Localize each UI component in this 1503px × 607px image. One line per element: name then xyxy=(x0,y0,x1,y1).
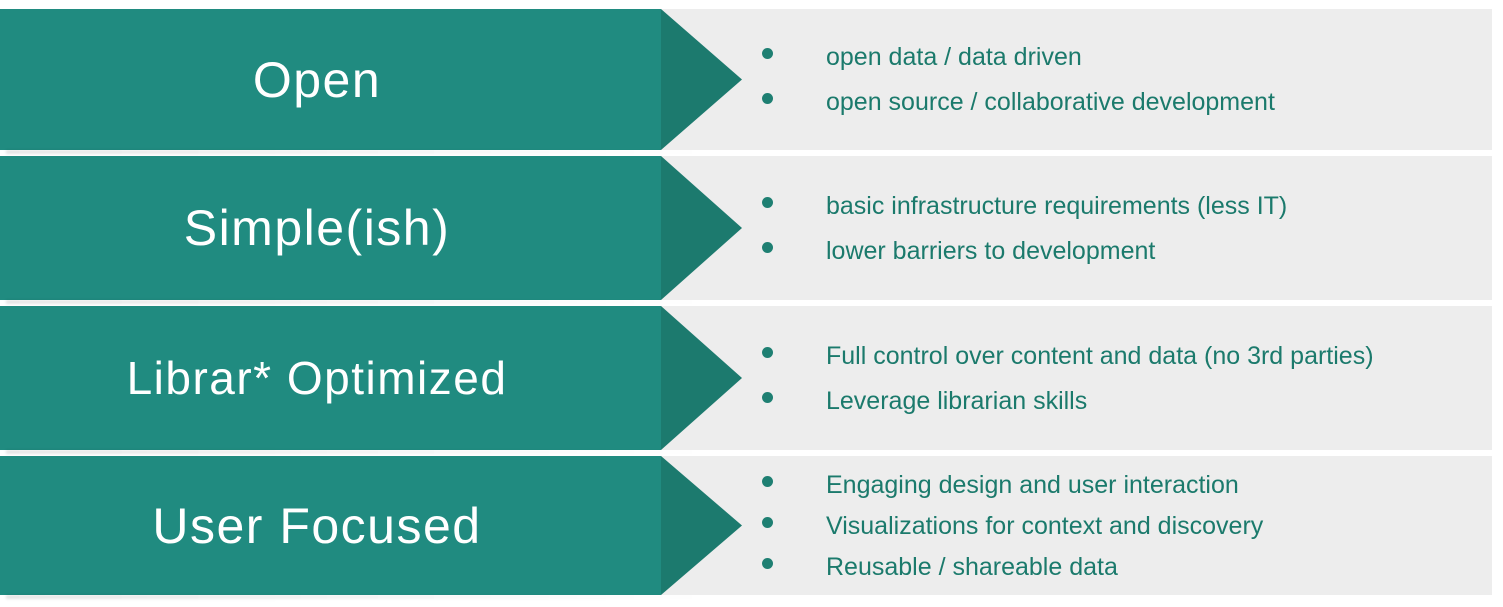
bullet-dot-icon xyxy=(762,516,773,528)
chevron-label: Simple(ish) xyxy=(183,200,451,256)
list-item: Visualizations for context and discovery xyxy=(762,508,1492,544)
row-shadow xyxy=(6,150,706,154)
row-shadow xyxy=(6,450,706,454)
bullet-dot-icon xyxy=(762,391,773,403)
chevron-svg xyxy=(0,156,742,300)
chevron-shape[interactable] xyxy=(0,456,742,595)
chevron-shape[interactable] xyxy=(0,306,742,450)
list-item: Reusable / shareable data xyxy=(762,549,1492,585)
bullet-list: Full control over content and data (no 3… xyxy=(756,306,1492,450)
list-item: basic infrastructure requirements (less … xyxy=(762,188,1492,224)
bullet-text: Visualizations for context and discovery xyxy=(826,511,1264,540)
row-shadow xyxy=(6,595,706,599)
bullet-dot-icon xyxy=(762,196,773,208)
bullet-dot-icon xyxy=(762,93,773,104)
chevron-shape[interactable] xyxy=(0,156,742,300)
chevron-shape[interactable] xyxy=(0,9,742,150)
bullet-dot-icon xyxy=(762,241,773,253)
chevron-svg xyxy=(0,306,742,450)
bullet-text: lower barriers to development xyxy=(826,236,1156,265)
chevron-row: Open open data / data driven open source… xyxy=(0,9,1492,154)
bullet-text: basic infrastructure requirements (less … xyxy=(826,191,1288,220)
list-item: lower barriers to development xyxy=(762,233,1492,269)
chevron-row: Librar* Optimized Full control over cont… xyxy=(0,306,1492,454)
chevron-row: Simple(ish) basic infrastructure require… xyxy=(0,156,1492,304)
bullet-list: basic infrastructure requirements (less … xyxy=(756,156,1492,300)
bullet-text: Leverage librarian skills xyxy=(826,386,1088,415)
bullet-dot-icon xyxy=(762,557,773,569)
bullet-text: open data / data driven xyxy=(826,43,1082,71)
chevron-label: User Focused xyxy=(152,497,482,554)
bullet-list: open data / data driven open source / co… xyxy=(756,9,1492,150)
chevron-label: Librar* Optimized xyxy=(126,352,508,404)
bullet-text: open source / collaborative development xyxy=(826,88,1275,116)
bullet-text: Full control over content and data (no 3… xyxy=(826,341,1374,370)
list-item: Engaging design and user interaction xyxy=(762,467,1492,503)
list-item: open data / data driven xyxy=(762,39,1492,75)
list-item: open source / collaborative development xyxy=(762,84,1492,120)
bullet-list: Engaging design and user interaction Vis… xyxy=(756,456,1492,595)
bullet-dot-icon xyxy=(762,48,773,59)
bullet-text: Reusable / shareable data xyxy=(826,552,1118,581)
bullet-dot-icon xyxy=(762,475,773,487)
bullet-dot-icon xyxy=(762,346,773,358)
row-shadow xyxy=(6,300,706,304)
bullet-text: Engaging design and user interaction xyxy=(826,470,1239,499)
chevron-label: Open xyxy=(252,51,382,108)
chevron-row: User Focused Engaging design and user in… xyxy=(0,456,1492,599)
list-item: Full control over content and data (no 3… xyxy=(762,338,1492,374)
list-item: Leverage librarian skills xyxy=(762,383,1492,419)
chevron-svg xyxy=(0,456,742,595)
chevron-svg xyxy=(0,9,742,150)
